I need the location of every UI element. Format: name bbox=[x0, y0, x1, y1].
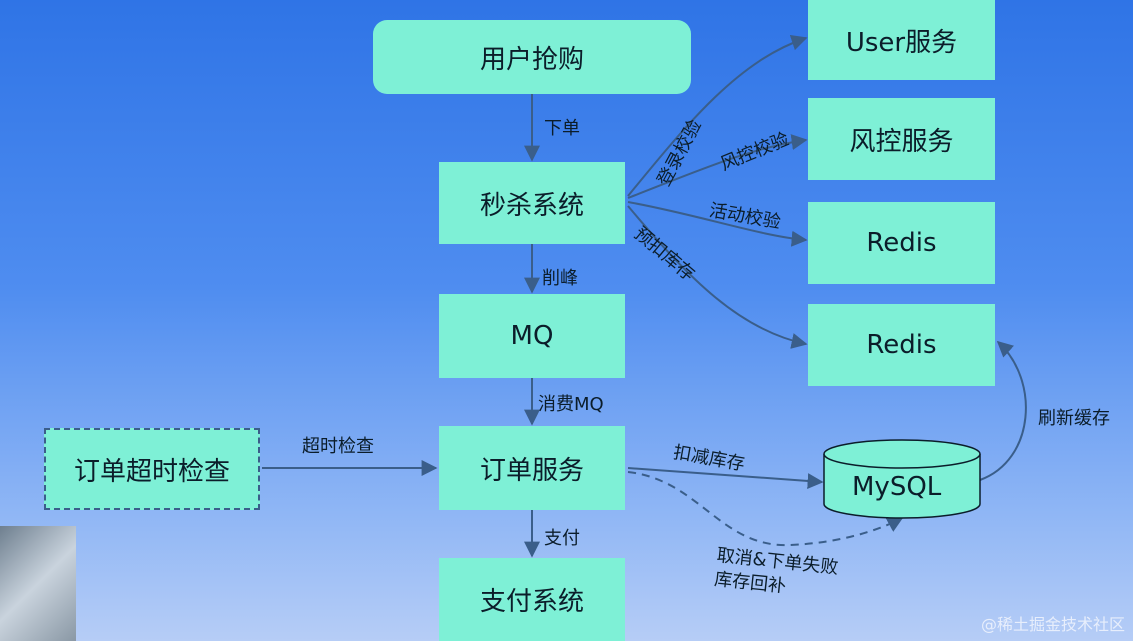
label-refresh-cache: 刷新缓存 bbox=[1038, 408, 1110, 429]
node-pay-system: 支付系统 bbox=[439, 558, 625, 641]
edge-login-check bbox=[627, 34, 808, 197]
node-risk-service: 风控服务 bbox=[808, 98, 995, 180]
photo-thumbnail bbox=[0, 526, 76, 641]
edge-activity-check bbox=[627, 201, 808, 247]
node-user-buy: 用户抢购 bbox=[373, 20, 691, 94]
mysql-cylinder-shape bbox=[823, 439, 981, 519]
edge-pre-deduct bbox=[627, 205, 808, 349]
node-mysql: MySQL bbox=[852, 472, 942, 502]
edge-risk-check bbox=[627, 134, 808, 199]
label-timeout-check: 超时检查 bbox=[302, 436, 374, 457]
label-place-order: 下单 bbox=[544, 118, 580, 139]
node-seckill: 秒杀系统 bbox=[439, 162, 625, 244]
node-mq: MQ bbox=[439, 294, 625, 378]
node-redis-1: Redis bbox=[808, 202, 995, 284]
label-pay: 支付 bbox=[544, 528, 580, 549]
watermark: @稀土掘金技术社区 bbox=[980, 615, 1125, 634]
label-consume-mq: 消费MQ bbox=[538, 394, 604, 415]
node-redis-2: Redis bbox=[808, 304, 995, 386]
node-order-timeout: 订单超时检查 bbox=[44, 428, 260, 510]
edge-refresh-cache bbox=[979, 340, 1027, 481]
node-order-service: 订单服务 bbox=[439, 426, 625, 510]
edge-deduct-stock bbox=[627, 467, 824, 490]
label-peak-shaving: 削峰 bbox=[542, 268, 578, 289]
node-user-service: User服务 bbox=[808, 0, 995, 80]
